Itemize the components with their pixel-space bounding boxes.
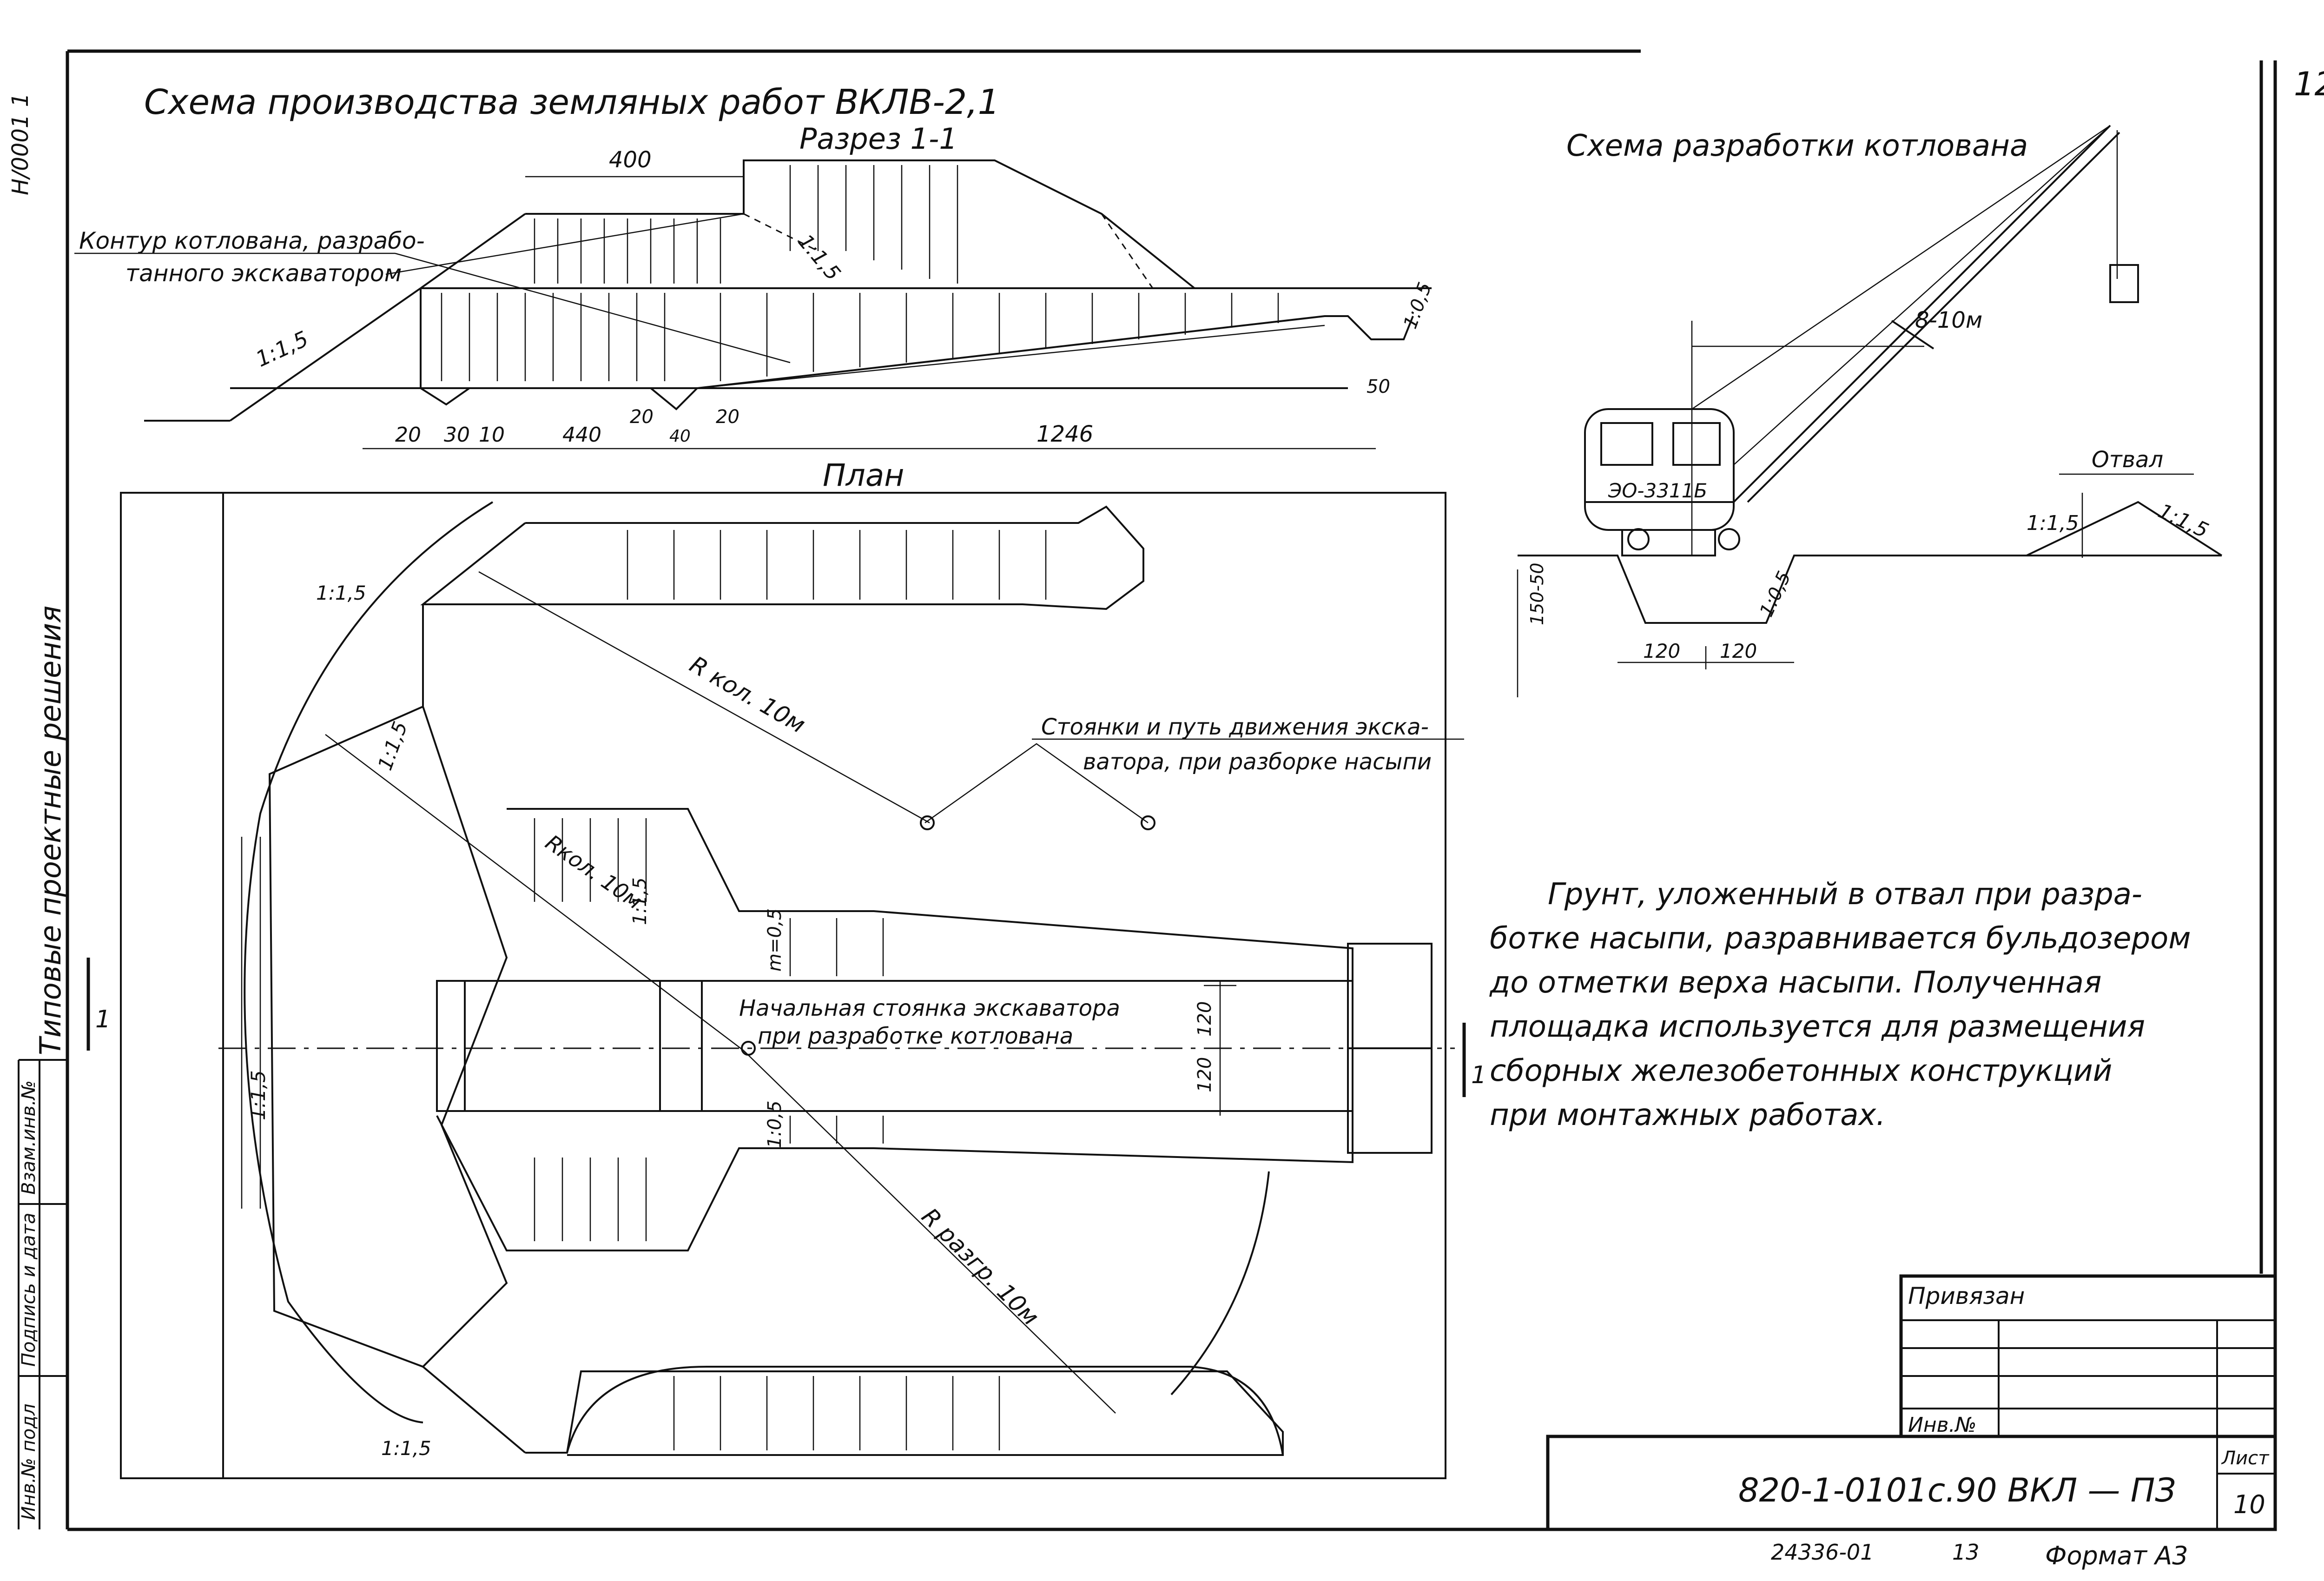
side-stamp-inv: Инв.№ подл — [18, 1403, 40, 1520]
section-dim-20b: 20 — [630, 406, 654, 428]
plan-slope-6: m=0,5 — [764, 908, 786, 972]
sheet-number: 12 — [2294, 65, 2324, 103]
plan-slope-1: 1:1,5 — [316, 582, 366, 604]
note-line-5: сборных железобетонных конструкций — [1490, 1054, 2112, 1088]
sheet-frame — [18, 49, 2277, 1531]
note-line-4: площадка используется для размещения — [1490, 1010, 2145, 1044]
pit-slope-c: 1:1,5 — [2154, 499, 2212, 543]
plan-slope-4: 1:1,5 — [247, 1070, 270, 1120]
plan-start-label-2: при разработке котлована — [758, 1023, 1073, 1049]
note-line-1: Грунт, уложенный в отвал при разра- — [1548, 877, 2142, 912]
section-subtitle: Разрез 1-1 — [799, 122, 957, 156]
bound-label: Привязан — [1908, 1283, 2025, 1310]
section-1-1: Схема производства земляных работ ВКЛВ-2… — [74, 82, 1436, 450]
pit-slope-a: 1:0,5 — [1756, 568, 1795, 620]
sheet-no: 10 — [2233, 1490, 2265, 1519]
bucket — [2109, 264, 2139, 303]
side-stamp-replace: Взам.инв.№ — [18, 1080, 40, 1195]
plan-start-label-1: Начальная стоянка экскаватора — [739, 995, 1120, 1021]
plan-route-label-1: Стоянки и путь движения экска- — [1041, 714, 1429, 740]
excavator-model: ЭО-3311Б — [1608, 479, 1707, 502]
sheet-label: Лист — [2221, 1448, 2270, 1469]
plan-slope-3: 1:1,5 — [629, 877, 651, 925]
section-dim-20c: 20 — [716, 406, 739, 428]
bottom-code: 24336-01 — [1771, 1540, 1874, 1565]
note-line-2: ботке насыпи, разравнивается бульдозером — [1490, 921, 2191, 956]
pit-dim-120b: 120 — [1720, 640, 1757, 662]
designation: 820-1-0101с.90 ВКЛ — ПЗ — [1738, 1471, 2176, 1509]
plan-view: План — [86, 457, 1486, 1479]
section-dim-30: 30 — [444, 423, 470, 447]
title-block: Привязан Инв.№ 820-1-0101с.90 ВКЛ — ПЗ Л… — [1546, 1274, 2277, 1570]
side-series-label: Типовые проектные решения — [33, 606, 67, 1055]
margin-note: Н/0001 1 — [7, 93, 33, 195]
plan-slope-7: 1:0,5 — [764, 1100, 786, 1148]
plan-section-mark-right: 1 — [1471, 1061, 1486, 1089]
route-stop-1 — [920, 815, 935, 830]
note-line-6: при монтажных работах. — [1490, 1098, 1886, 1132]
section-slope-b: 1:1,5 — [793, 230, 845, 285]
bottom-num: 13 — [1952, 1540, 1980, 1565]
dump-label: Отвал — [2092, 447, 2163, 473]
pit-scheme: Схема разработки котлована ЭО-3311Б 8-10… — [1517, 125, 2223, 697]
section-callout-1: Контур котлована, разрабо- — [79, 227, 425, 254]
section-dim-400: 400 — [609, 147, 652, 173]
section-dim-40: 40 — [669, 427, 691, 446]
pit-scheme-title: Схема разработки котлована — [1566, 129, 2028, 163]
side-stamp-sign: Подпись и дата — [18, 1213, 40, 1367]
format-label: Формат А3 — [2045, 1541, 2188, 1570]
section-callout-2: танного экскаватором — [125, 260, 402, 287]
inv-label: Инв.№ — [1908, 1413, 1976, 1437]
section-dim-440: 440 — [562, 423, 601, 447]
excavator-cab — [1584, 408, 1735, 531]
pit-depth: 150-50 — [1527, 562, 1547, 625]
note-line-3: до отметки верха насыпи. Полученная — [1489, 966, 2101, 1000]
section-dim-1246: 1246 — [1037, 421, 1093, 447]
plan-section-mark-left: 1 — [95, 1005, 111, 1033]
plan-slope-5: 1:1,5 — [381, 1437, 431, 1460]
section-dim-20a: 20 — [395, 423, 421, 447]
plan-route-label-2: ватора, при разборке насыпи — [1083, 749, 1432, 775]
pit-slope-b: 1:1,5 — [2027, 511, 2079, 535]
boom-reach-label: 8-10м — [1915, 307, 1982, 333]
general-note: Грунт, уложенный в отвал при разра- ботк… — [1489, 877, 2191, 1132]
plan-dim-120b: 120 — [1194, 1057, 1215, 1092]
plan-title: План — [823, 457, 904, 493]
section-dim-10: 10 — [479, 423, 505, 447]
plan-dim-120a: 120 — [1194, 1001, 1215, 1037]
section-dim-50: 50 — [1367, 376, 1390, 397]
section-slope-a: 1:1,5 — [252, 326, 312, 372]
start-stop — [741, 1041, 756, 1056]
route-stop-2 — [1141, 815, 1155, 830]
plan-radius-1: R кол. 10м — [685, 651, 810, 738]
section-title: Схема производства земляных работ ВКЛВ-2… — [144, 82, 1000, 122]
pit-dim-120a: 120 — [1643, 640, 1680, 662]
plan-radius-3: R разгр. 10м — [917, 1203, 1044, 1330]
